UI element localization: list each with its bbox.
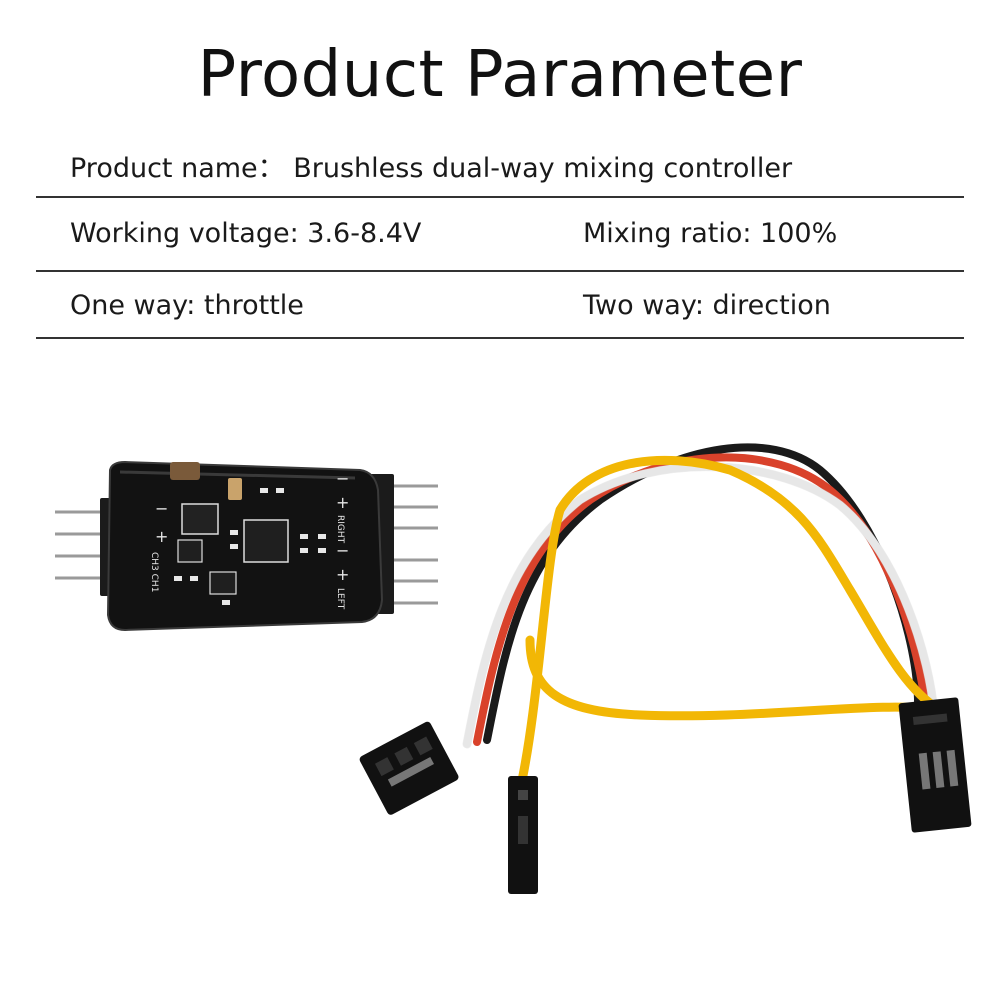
product-name-spec: Product name： Brushless dual-way mixing …: [70, 153, 793, 184]
channel-label: CH3 CH1: [149, 552, 159, 592]
left-label: LEFT: [335, 588, 345, 610]
mixing-ratio-spec: Mixing ratio: 100%: [583, 218, 838, 249]
svg-text:−: −: [155, 499, 168, 518]
three-pin-connector: [898, 697, 972, 833]
svg-text:−: −: [336, 541, 349, 560]
one-way-spec: One way: throttle: [70, 290, 304, 321]
divider: [36, 337, 964, 339]
left-pin-header: [55, 510, 108, 580]
two-way-spec: Two way: direction: [583, 290, 831, 321]
inductor: [228, 478, 242, 500]
product-photo: − + − + − + RIGHT LEFT CH3 CH1: [55, 443, 972, 894]
svg-text:−: −: [336, 469, 349, 488]
driver-chip: [177, 539, 203, 563]
page-title: Product Parameter: [197, 38, 803, 112]
right-label: RIGHT: [335, 515, 345, 544]
svg-text:+: +: [336, 565, 349, 584]
capacitor: [170, 462, 200, 480]
dupont-connector: [508, 776, 538, 894]
divider: [36, 196, 964, 198]
driver-chip: [209, 571, 237, 595]
mcu-chip: [243, 519, 289, 563]
svg-text:+: +: [336, 493, 349, 512]
svg-text:+: +: [155, 527, 168, 546]
regulator-chip: [181, 503, 219, 535]
working-voltage-spec: Working voltage: 3.6-8.4V: [70, 218, 422, 249]
divider: [36, 270, 964, 272]
servo-wire-harness: [462, 443, 945, 795]
mixing-controller-board: − + − + − + RIGHT LEFT CH3 CH1: [55, 460, 438, 632]
servo-connector: [359, 721, 459, 815]
